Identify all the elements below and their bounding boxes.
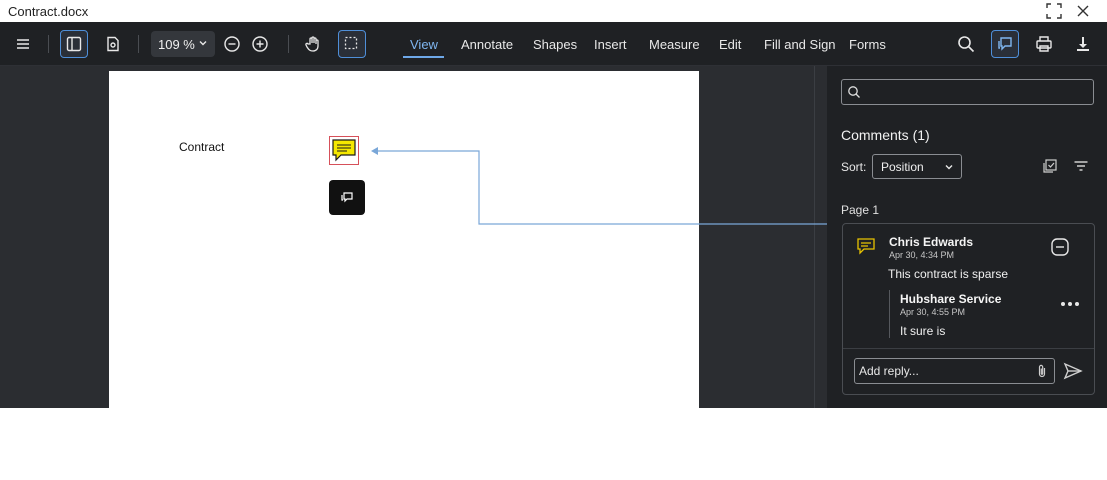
select-tool-button[interactable]: [338, 30, 366, 58]
window-title: Contract.docx: [8, 3, 89, 19]
pan-tool-button[interactable]: [299, 30, 327, 58]
tab-measure[interactable]: Measure: [649, 36, 700, 52]
tab-fill-and-sign[interactable]: Fill and Sign: [764, 36, 836, 52]
reply-text: It sure is: [900, 324, 946, 338]
toolbar-divider: [48, 35, 49, 53]
chevron-down-icon: [199, 41, 207, 46]
tab-forms[interactable]: Forms: [849, 36, 886, 52]
toolbar-divider: [288, 35, 289, 53]
active-tab-indicator: [403, 56, 444, 58]
zoom-in-icon: [252, 36, 268, 52]
zoom-in-button[interactable]: [246, 30, 274, 58]
tab-edit[interactable]: Edit: [719, 36, 742, 52]
marquee-select-icon: [344, 36, 358, 50]
comments-count-title: Comments (1): [841, 127, 930, 143]
reply-options-button[interactable]: [1059, 296, 1081, 314]
zoom-out-button[interactable]: [218, 30, 246, 58]
sort-select[interactable]: Position: [872, 154, 962, 179]
reply-author: Hubshare Service: [900, 292, 1002, 306]
paperclip-icon[interactable]: [1036, 364, 1048, 378]
reply-date: Apr 30, 4:55 PM: [900, 307, 966, 317]
download-button[interactable]: [1069, 30, 1097, 58]
more-options-icon: [1061, 302, 1079, 306]
comment-date: Apr 30, 4:34 PM: [889, 250, 955, 260]
toolbar-divider: [138, 35, 139, 53]
send-icon: [1063, 362, 1083, 380]
print-button[interactable]: [1030, 30, 1058, 58]
printer-icon: [1036, 36, 1052, 52]
vertical-scrollbar[interactable]: [814, 66, 827, 408]
comment-text: This contract is sparse: [888, 267, 1009, 281]
card-divider: [843, 348, 1094, 349]
sticky-note-icon: [332, 139, 356, 162]
tab-view[interactable]: View: [410, 36, 438, 52]
tab-insert[interactable]: Insert: [594, 36, 627, 52]
multi-select-button[interactable]: [1042, 158, 1058, 179]
sort-value: Position: [881, 159, 924, 174]
collapse-icon: [1051, 238, 1069, 256]
search-button[interactable]: [952, 30, 980, 58]
page-settings-button[interactable]: [99, 30, 127, 58]
tab-annotate[interactable]: Annotate: [461, 36, 514, 52]
page-group-label: Page 1: [841, 203, 880, 217]
hamburger-icon: [17, 39, 29, 49]
send-reply-button[interactable]: [1063, 362, 1083, 385]
sidebar-panel-icon: [66, 36, 82, 52]
zoom-value: 109 %: [158, 36, 195, 52]
comments-panel-button[interactable]: [991, 30, 1019, 58]
chevron-down-icon: [945, 165, 953, 170]
reply-input[interactable]: [859, 362, 1029, 380]
comment-author: Chris Edwards: [889, 235, 974, 249]
close-icon[interactable]: [1074, 2, 1092, 20]
comment-card[interactable]: Chris Edwards Apr 30, 4:34 PM This contr…: [842, 223, 1095, 395]
zoom-out-icon: [224, 36, 240, 52]
reply-field[interactable]: [854, 358, 1055, 384]
main-toolbar: [0, 22, 1107, 66]
reply-thread-line: [889, 290, 890, 338]
comment-search[interactable]: [841, 79, 1094, 105]
document-text: Contract: [179, 140, 225, 154]
collapse-comment-button[interactable]: [1050, 237, 1070, 262]
sort-label: Sort:: [841, 160, 867, 174]
window-titlebar: Contract.docx: [0, 0, 1107, 22]
comment-search-input[interactable]: [866, 83, 1086, 101]
hand-icon: [305, 36, 319, 52]
filter-button[interactable]: [1073, 158, 1089, 179]
menu-button[interactable]: [9, 30, 37, 58]
document-page: [109, 71, 699, 408]
comments-icon: [341, 191, 353, 202]
note-popup-button[interactable]: [329, 180, 365, 215]
search-icon: [848, 86, 860, 98]
sticky-note-icon: [857, 238, 875, 255]
zoom-select[interactable]: 109 %: [151, 31, 215, 57]
page-gear-icon: [107, 36, 119, 52]
fullscreen-icon[interactable]: [1045, 2, 1063, 20]
filter-icon: [1074, 161, 1088, 171]
sticky-note-annotation[interactable]: [329, 136, 359, 165]
tab-shapes[interactable]: Shapes: [533, 36, 578, 52]
comments-icon: [998, 37, 1012, 51]
toggle-sidebar-button[interactable]: [60, 30, 88, 58]
search-icon: [958, 36, 975, 53]
comments-panel: Comments (1) Sort: Position Page 1 Chris…: [827, 66, 1107, 408]
download-icon: [1077, 37, 1089, 51]
multi-select-icon: [1043, 159, 1057, 173]
empty-area: [0, 408, 1107, 480]
